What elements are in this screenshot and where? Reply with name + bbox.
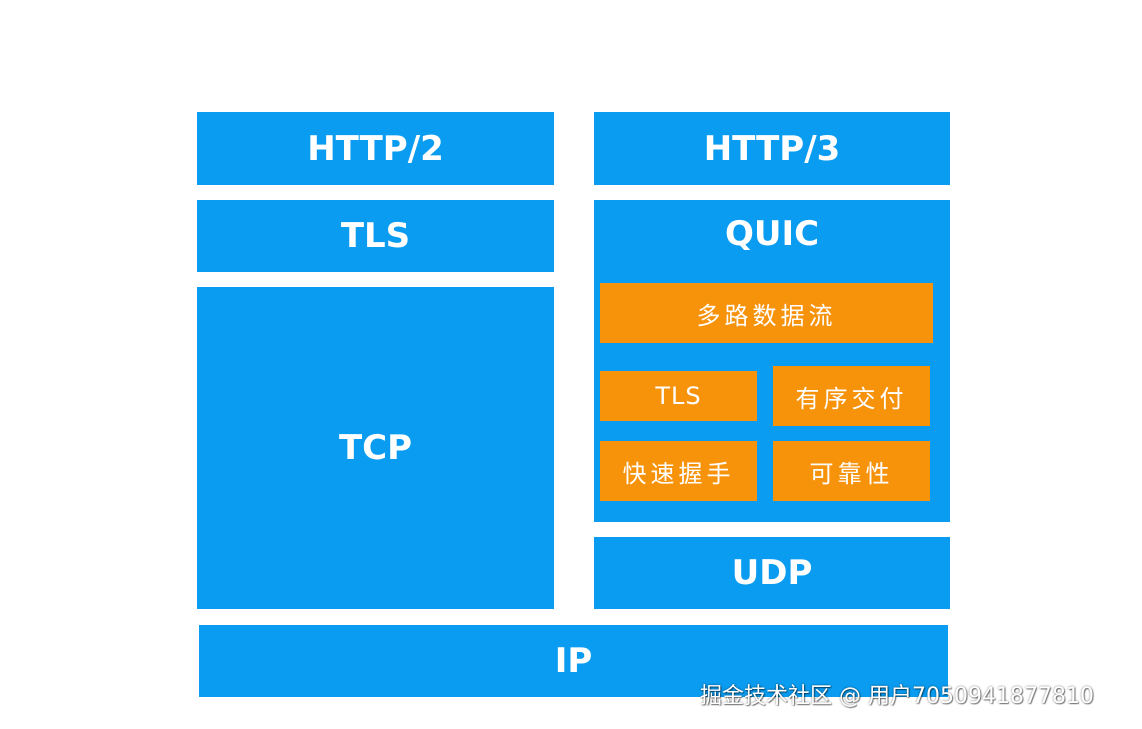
udp-label: UDP	[731, 553, 813, 593]
tls-label: TLS	[340, 216, 411, 256]
ordered-delivery-label: 有序交付	[795, 384, 908, 413]
udp-block: UDP	[594, 537, 950, 609]
ordered-delivery-box: 有序交付	[773, 366, 930, 426]
tls-block: TLS	[197, 200, 554, 272]
http2-block: HTTP/2	[197, 112, 554, 185]
http3-label: HTTP/3	[703, 128, 841, 169]
reliability-label: 可靠性	[809, 459, 894, 488]
quic-label: QUIC	[724, 214, 820, 254]
reliability-box: 可靠性	[773, 441, 930, 501]
http2-label: HTTP/2	[307, 128, 444, 169]
http3-block: HTTP/3	[594, 112, 950, 185]
quic-tls-label: TLS	[655, 382, 702, 410]
fast-handshake-label: 快速握手	[622, 459, 735, 488]
tcp-block: TCP	[197, 287, 554, 609]
fast-handshake-box: 快速握手	[600, 441, 757, 501]
multiplexed-streams-label: 多路数据流	[696, 301, 837, 330]
ip-block: IP	[199, 625, 948, 697]
tcp-label: TCP	[338, 428, 413, 468]
ip-label: IP	[554, 641, 593, 681]
quic-tls-box: TLS	[600, 371, 757, 421]
multiplexed-streams-box: 多路数据流	[600, 283, 933, 343]
watermark: 掘金技术社区 @ 用户7050941877810	[700, 684, 1094, 709]
